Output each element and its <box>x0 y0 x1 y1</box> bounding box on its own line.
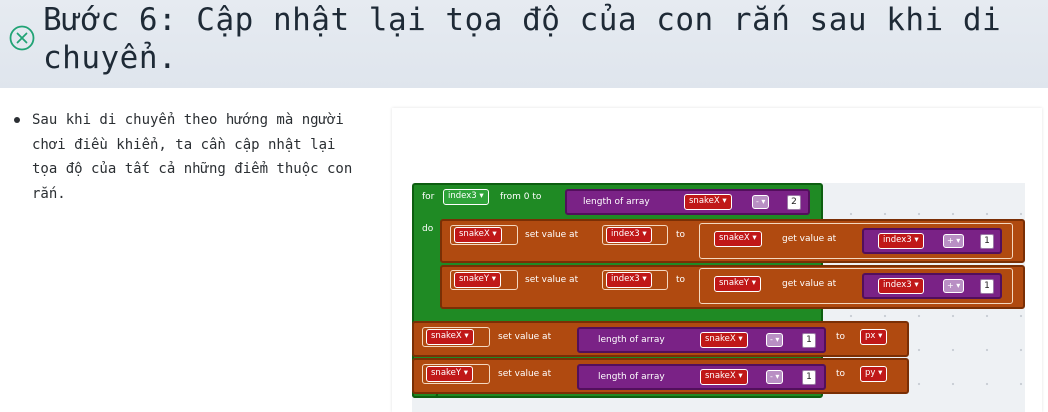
blocks-workspace: for index3 ▾ from 0 to length of array s… <box>412 183 1025 412</box>
set-value-label: set value at <box>498 369 552 379</box>
instruction-list: Sau khi di chuyển theo hướng mà người ch… <box>14 108 364 206</box>
index-slot <box>602 270 668 290</box>
number-input[interactable]: 1 <box>980 279 994 294</box>
value-variable[interactable]: py ▾ <box>860 366 888 382</box>
target-slot <box>450 270 518 290</box>
number-input[interactable]: 2 <box>787 195 801 210</box>
array-variable[interactable]: snakeX ▾ <box>684 194 732 210</box>
page-title: Bước 6: Cập nhật lại tọa độ của con rắn … <box>43 2 1002 76</box>
target-variable[interactable]: snakeX ▾ <box>426 329 474 345</box>
do-label: do <box>422 224 434 234</box>
index-variable[interactable]: index3 ▾ <box>878 278 924 294</box>
set-value-label: set value at <box>498 332 552 342</box>
get-value-slot <box>699 223 1013 259</box>
number-input[interactable]: 1 <box>802 333 816 348</box>
close-circle-icon[interactable] <box>9 25 35 51</box>
index-slot <box>602 225 668 245</box>
target-variable[interactable]: snakeX ▾ <box>454 227 502 243</box>
index-variable[interactable]: index3 ▾ <box>606 272 652 288</box>
number-input[interactable]: 1 <box>802 370 816 385</box>
to-label: to <box>836 369 846 379</box>
get-value-label: get value at <box>782 279 837 289</box>
plus-operator[interactable]: + ▾ <box>943 234 965 248</box>
array-variable[interactable]: snakeX ▾ <box>700 369 748 385</box>
for-label: for <box>422 192 435 202</box>
source-variable[interactable]: snakeX ▾ <box>714 231 762 247</box>
get-value-label: get value at <box>782 234 837 244</box>
subtract-block[interactable] <box>577 364 826 390</box>
target-slot <box>422 364 490 384</box>
minus-operator[interactable]: - ▾ <box>752 195 770 209</box>
target-variable[interactable]: snakeY ▾ <box>454 272 502 288</box>
source-variable[interactable]: snakeY ▾ <box>714 276 762 292</box>
plus-operator[interactable]: + ▾ <box>943 279 965 293</box>
list-item: Sau khi di chuyển theo hướng mà người ch… <box>14 108 364 206</box>
set-value-label: set value at <box>525 275 579 285</box>
value-variable[interactable]: px ▾ <box>860 329 888 345</box>
minus-operator[interactable]: - ▾ <box>766 333 784 347</box>
target-variable[interactable]: snakeY ▾ <box>426 366 474 382</box>
minus-operator[interactable]: - ▾ <box>766 370 784 384</box>
target-slot <box>450 225 518 245</box>
index-variable[interactable]: index3 ▾ <box>606 227 652 243</box>
index-variable[interactable]: index3 ▾ <box>878 233 924 249</box>
target-slot <box>422 327 490 347</box>
add-block[interactable] <box>862 273 1002 299</box>
to-label: to <box>676 230 686 240</box>
to-label: to <box>836 332 846 342</box>
number-input[interactable]: 1 <box>980 234 994 249</box>
code-blocks-image: for index3 ▾ from 0 to length of array s… <box>392 108 1042 412</box>
array-variable[interactable]: snakeX ▾ <box>700 332 748 348</box>
length-of-array-label: length of array <box>598 372 665 382</box>
loop-variable[interactable]: index3 ▾ <box>443 189 489 205</box>
length-of-array-label: length of array <box>598 335 665 345</box>
get-value-slot <box>699 268 1013 304</box>
length-of-array-label: length of array <box>583 197 650 207</box>
from-label: from 0 to <box>500 192 542 202</box>
set-value-label: set value at <box>525 230 579 240</box>
step-header: Bước 6: Cập nhật lại tọa độ của con rắn … <box>0 0 1048 88</box>
to-label: to <box>676 275 686 285</box>
